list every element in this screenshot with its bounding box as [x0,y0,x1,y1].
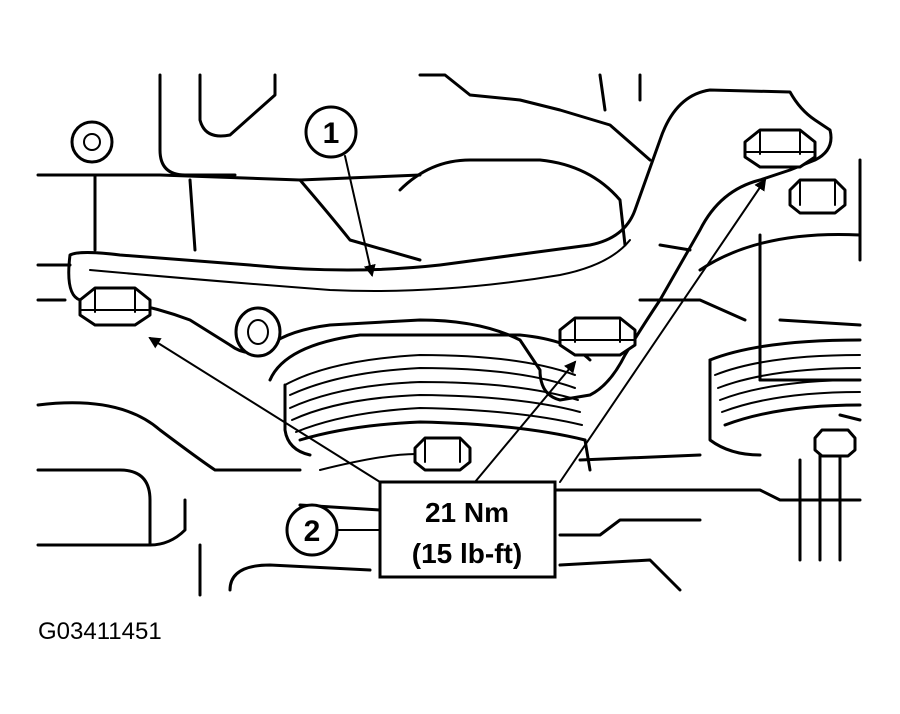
torque-leader-arrows [148,178,767,483]
callout-1-number: 1 [323,117,340,150]
flange-nut-center [558,316,637,357]
right-lower-nut [813,428,857,458]
extra-nut [788,178,847,215]
round-fastener [70,120,114,164]
figure-id: G03411451 [38,618,162,645]
torque-spec-box: 21 Nm (15 lb-ft) [378,480,557,579]
lower-nut [413,436,472,472]
bracket [67,88,833,402]
accessory-pulley [708,338,862,562]
flange-nut-left [78,286,152,327]
callout-2: 2 [285,503,381,557]
washer [234,306,282,358]
torque-metric: 21 Nm [425,497,509,528]
engine-background-outline [36,73,862,597]
flange-nut-right [743,128,817,169]
callout-2-number: 2 [304,515,321,548]
torque-imperial: (15 lb-ft) [412,538,522,569]
callout-1: 1 [304,105,376,277]
